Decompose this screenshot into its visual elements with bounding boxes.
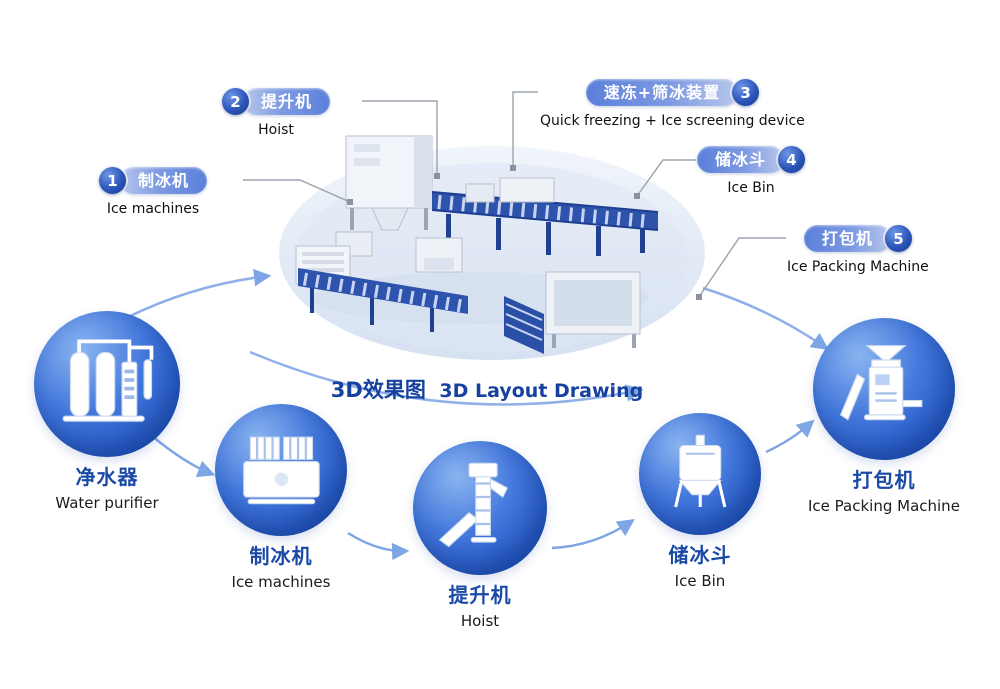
station-label-en: Ice Bin	[674, 572, 726, 590]
callout-pill: 储冰斗	[697, 146, 785, 173]
machine-ice-bin	[545, 271, 641, 348]
callout-number-badge: 1	[99, 167, 126, 194]
ice-machine-icon	[242, 436, 320, 504]
water-purifier-icon	[62, 339, 153, 422]
station-circle	[812, 318, 955, 460]
station-label-cn: 打包机	[852, 468, 916, 492]
station-ice-machines: 制冰机 Ice machines	[215, 404, 347, 591]
callout-packing-machine: 打包机 5 Ice Packing Machine	[787, 225, 929, 275]
callout-hoist: 2 提升机 Hoist	[222, 88, 331, 138]
station-label-cn: 净水器	[75, 465, 139, 489]
callout-number-badge: 5	[884, 225, 912, 252]
machine-stair-elevator	[504, 296, 544, 354]
callout-lines	[243, 91, 786, 300]
station-water-purifier: 净水器 Water purifier	[34, 311, 180, 512]
station-circle	[413, 441, 547, 575]
diagram-title: 3D效果图 3D Layout Drawing	[0, 374, 974, 404]
callout-number-badge: 2	[222, 88, 249, 115]
callout-pill: 速冻+筛冰装置	[585, 79, 739, 106]
callout-pill: 提升机	[243, 88, 331, 115]
station-label-en: Water purifier	[55, 494, 159, 512]
callout-label-en: Hoist	[258, 122, 294, 138]
station-hoist: 提升机 Hoist	[413, 441, 547, 630]
station-label-cn: 制冰机	[249, 544, 313, 568]
callout-number-badge: 4	[778, 146, 806, 173]
station-label-en: Ice Packing Machine	[808, 497, 960, 515]
station-label-en: Hoist	[460, 612, 500, 630]
callout-ice-bin: 储冰斗 4 Ice Bin	[697, 146, 806, 196]
machine-hoist	[345, 135, 433, 231]
callout-pill: 打包机	[803, 225, 891, 252]
callout-label-en: Quick freezing + Ice screening device	[540, 113, 805, 129]
station-label-en: Ice machines	[231, 573, 331, 591]
station-ice-bin: 储冰斗 Ice Bin	[639, 413, 761, 590]
machinery-illustration	[295, 135, 659, 354]
station-packing-machine: 打包机 Ice Packing Machine	[808, 318, 960, 515]
station-circle	[34, 311, 180, 457]
ice-bin-icon	[673, 434, 727, 508]
machine-lower-conveyor	[298, 268, 468, 332]
machine-freezing-screening-conveyor	[431, 177, 659, 256]
station-label-cn: 储冰斗	[668, 543, 732, 567]
callout-label-en: Ice Packing Machine	[787, 259, 929, 275]
diagram-title-cn: 3D效果图	[330, 378, 426, 402]
callout-pill: 制冰机	[120, 167, 208, 194]
callout-quick-freezing-screening: 速冻+筛冰装置 3 Quick freezing + Ice screening…	[540, 79, 805, 129]
callout-label-en: Ice Bin	[727, 180, 775, 196]
station-circle	[215, 404, 347, 536]
station-label-cn: 提升机	[448, 583, 512, 607]
hoist-icon	[438, 462, 508, 547]
station-flow-arrows	[151, 419, 815, 561]
station-circle	[639, 413, 761, 535]
machine-center-cabinet	[415, 237, 463, 273]
diagram-title-en: 3D Layout Drawing	[439, 380, 644, 402]
flow-orbit-arcs	[117, 268, 829, 406]
packing-machine-icon	[840, 345, 923, 421]
callout-ice-machines: 1 制冰机 Ice machines	[99, 167, 208, 217]
callout-label-en: Ice machines	[106, 201, 200, 217]
callout-number-badge: 3	[732, 79, 760, 106]
